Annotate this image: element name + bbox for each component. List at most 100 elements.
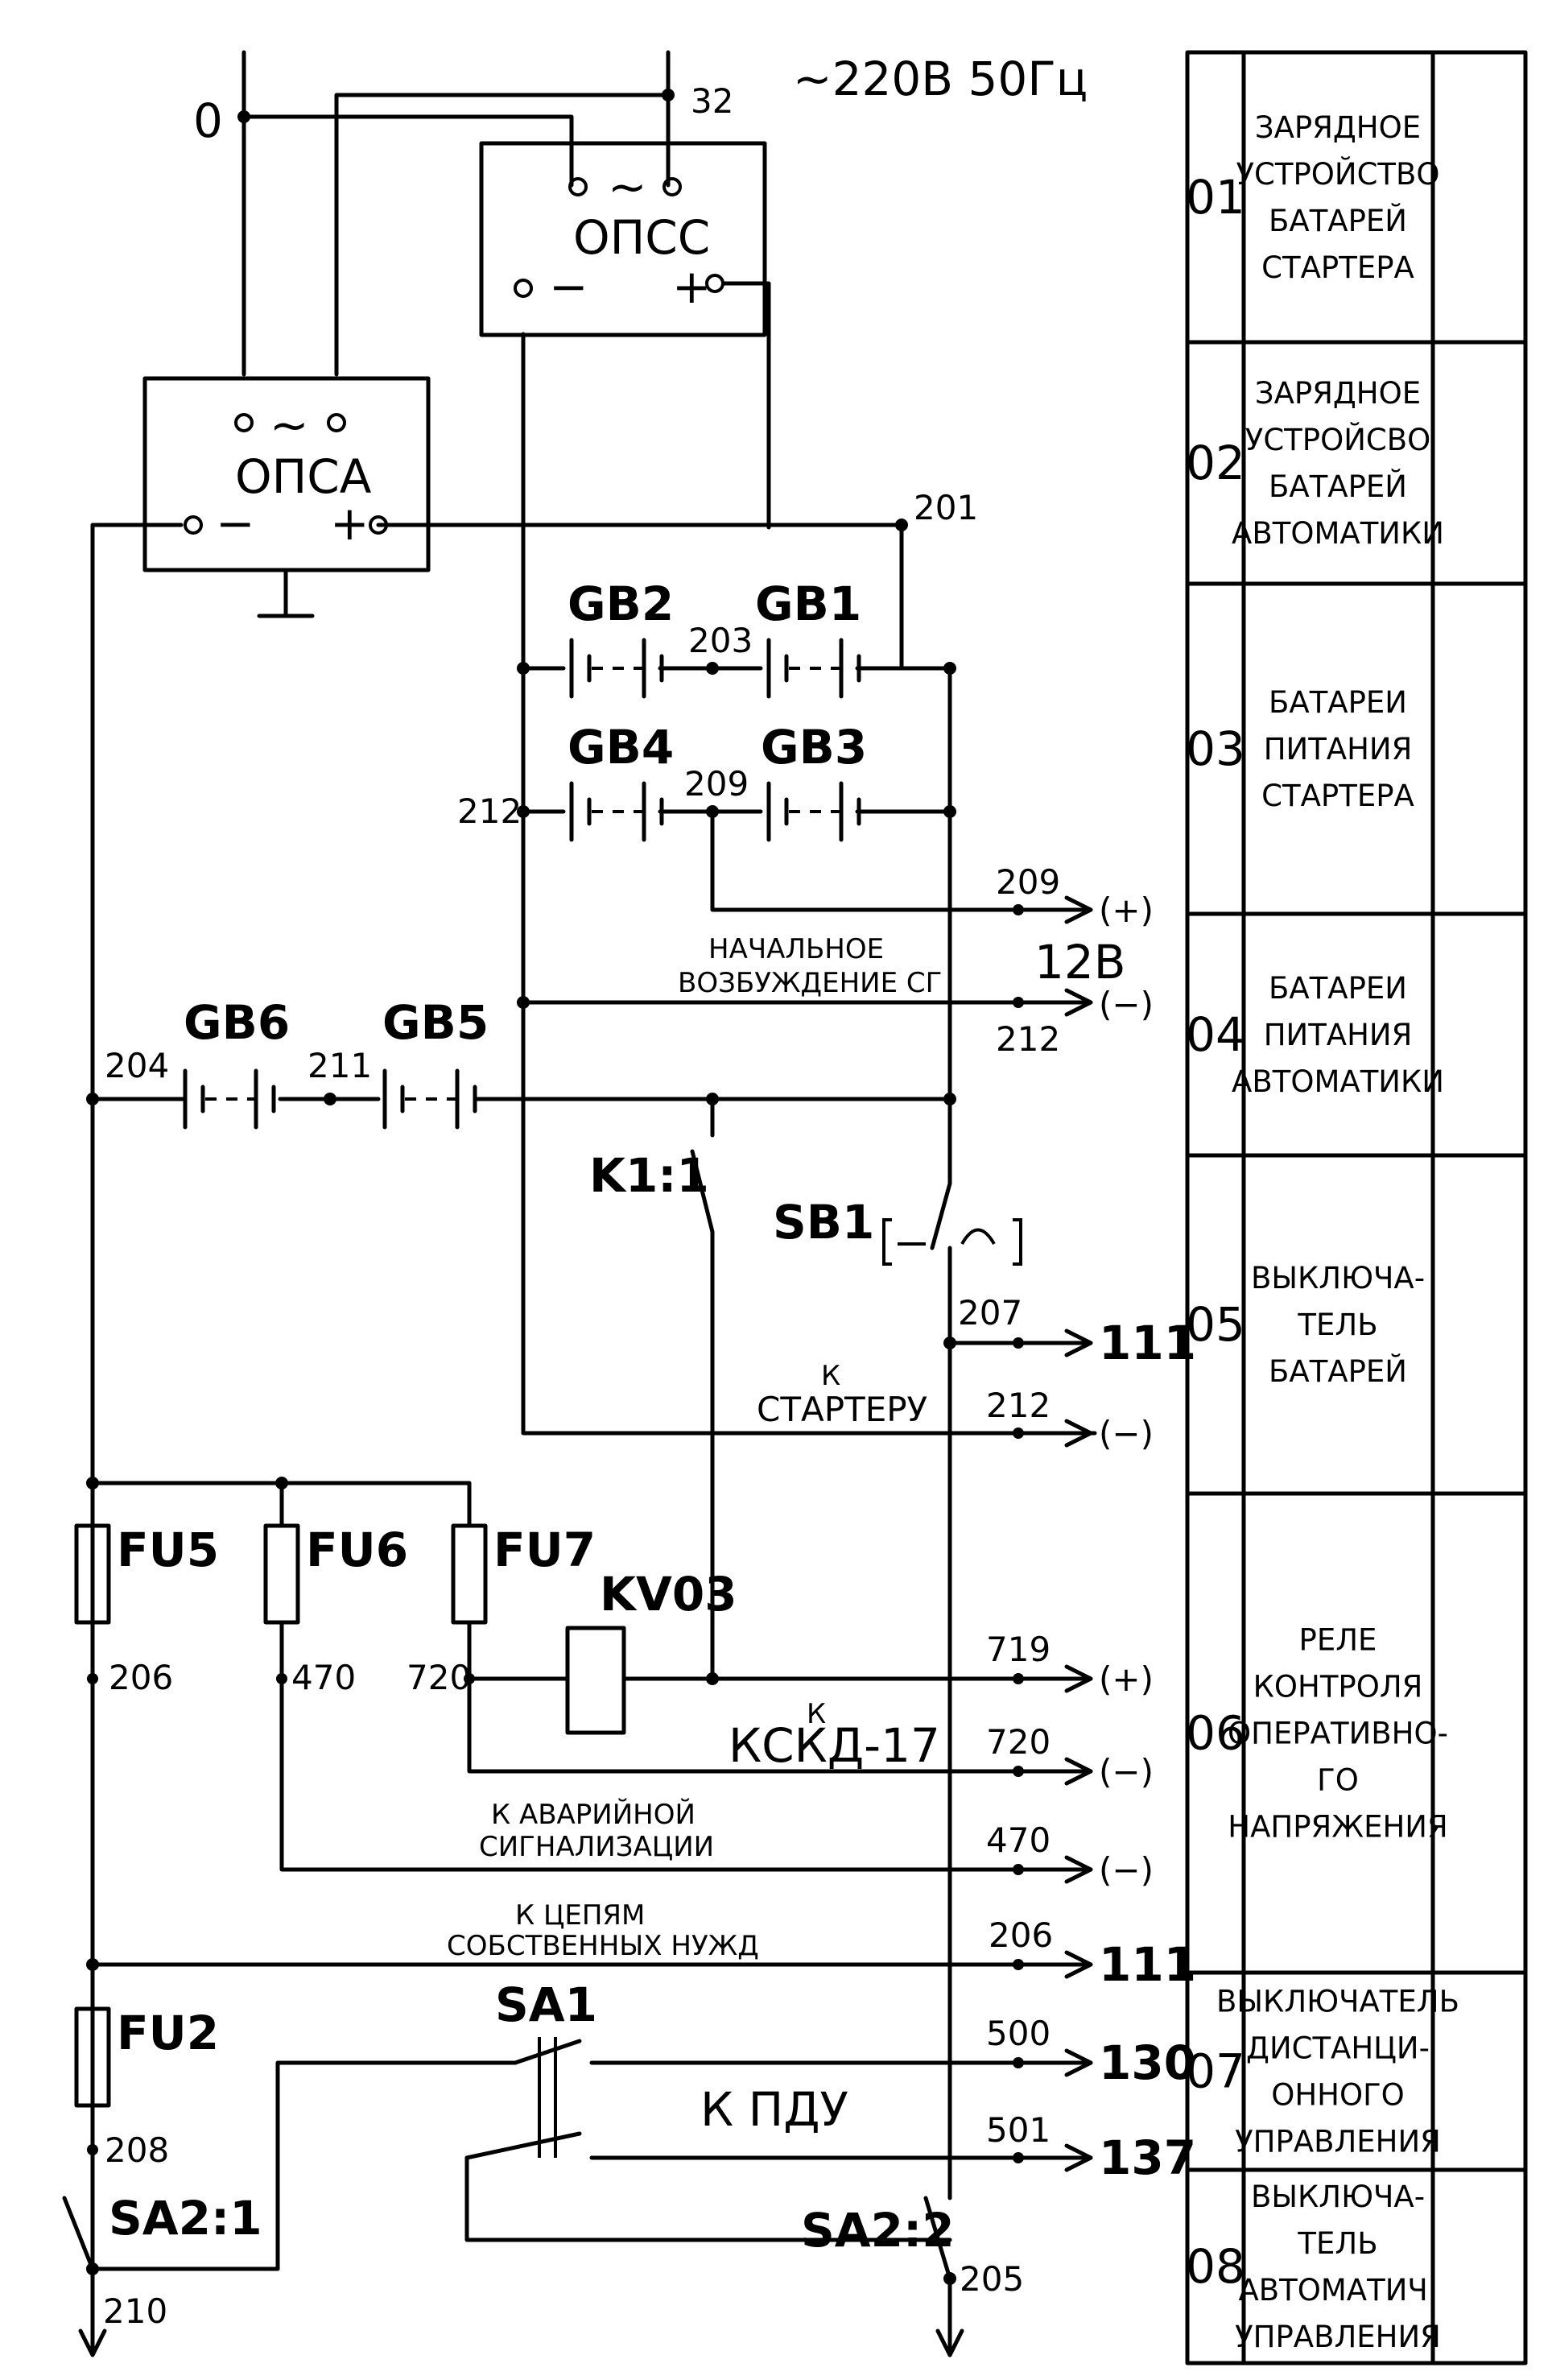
label-sa1: SA1 — [495, 1977, 597, 2032]
arrow-209 — [1064, 895, 1093, 924]
legend-code: 08 — [1186, 2239, 1245, 2294]
legend-line: ОПЕРАТИВНО- — [1228, 1717, 1448, 1751]
arrow-206 — [1064, 1950, 1093, 1979]
label-fu2: FU2 — [117, 2006, 219, 2060]
charger-opss: ~ ОПСС − + — [479, 141, 767, 337]
label-out-719: 719 — [986, 1630, 1050, 1669]
label-node-212: 212 — [457, 791, 522, 831]
switch-sa1 — [464, 2037, 582, 2160]
label-out-501: 501 — [986, 2110, 1050, 2150]
legend-line: ПИТАНИЯ — [1264, 732, 1413, 766]
switch-sa2-2 — [923, 2196, 952, 2281]
label-node-210: 210 — [103, 2291, 167, 2331]
label-out-212-pol: (−) — [1099, 985, 1154, 1024]
legend-code: 04 — [1186, 1007, 1245, 1062]
legend-line: УПРАВЛЕНИЯ — [1235, 2125, 1441, 2159]
battery-gb4 — [569, 781, 664, 842]
label-gb2: GB2 — [568, 576, 674, 631]
wire-opss-minus — [521, 332, 1097, 1436]
legend-code: 03 — [1186, 721, 1245, 776]
switch-sa2-1 — [62, 2196, 95, 2271]
legend-line: ПИТАНИЯ — [1264, 1018, 1413, 1052]
legend-line: ТЕЛЬ — [1297, 2226, 1377, 2261]
legend-rows: 01ЗАРЯДНОЕУСТРОЙСТВОБАТАРЕЙСТАРТЕРА02ЗАР… — [1186, 110, 1459, 2354]
label-node-209: 209 — [684, 764, 749, 804]
wire-sa1-left — [275, 2060, 518, 2271]
label-sb1: SB1 — [773, 1195, 874, 1250]
legend-line: ВЫКЛЮЧА- — [1251, 1261, 1425, 1295]
wiring — [90, 50, 1097, 2357]
label-out-720: 720 — [986, 1722, 1050, 1762]
label-out-470: 470 — [986, 1820, 1050, 1860]
arrow-501 — [1064, 2143, 1093, 2172]
label-node-470: 470 — [291, 1658, 356, 1697]
legend-line: БАТАРЕИ — [1269, 685, 1407, 720]
legend-line: РЕЛЕ — [1299, 1623, 1377, 1658]
switch-sb1 — [882, 1181, 1022, 1266]
battery-gb5 — [382, 1068, 477, 1130]
legend-line: ЗАРЯДНОЕ — [1255, 110, 1421, 145]
legend-line: КОНТРОЛЯ — [1253, 1670, 1423, 1704]
label-starter-2: СТАРТЕРУ — [757, 1390, 927, 1429]
legend-code: 02 — [1186, 436, 1245, 490]
legend-line: АВТОМАТИКИ — [1232, 516, 1444, 551]
label-excitation-2: ВОЗБУЖДЕНИЕ СГ — [678, 967, 942, 999]
label-gb1: GB1 — [755, 576, 861, 631]
label-out-207-dest: 111 — [1099, 1316, 1196, 1370]
label-pdu: К ПДУ — [700, 2082, 848, 2137]
label-out-720-pol: (−) — [1099, 1752, 1154, 1791]
fuse-fu5 — [74, 1523, 111, 1625]
label-out-500-dest: 130 — [1099, 2035, 1196, 2090]
battery-gb1 — [766, 638, 861, 699]
legend-line: АВТОМАТИЧ. — [1238, 2273, 1437, 2308]
label-starter-1: К — [821, 1360, 840, 1392]
opsa-minus: − — [216, 496, 255, 551]
label-fu6: FU6 — [306, 1523, 408, 1577]
legend-line: БАТАРЕИ — [1269, 971, 1407, 1006]
wire-opss-plus — [722, 281, 771, 530]
label-out-206: 206 — [989, 1915, 1053, 1955]
arrow-207 — [1064, 1328, 1093, 1357]
charger-opsa: ~ ОПСА − + — [142, 376, 431, 618]
fuse-fu7 — [451, 1523, 488, 1625]
label-out-209: 209 — [996, 862, 1060, 902]
label-out-501-dest: 137 — [1099, 2130, 1196, 2185]
legend-line: НАПРЯЖЕНИЯ — [1228, 1810, 1447, 1845]
label-zero: 0 — [193, 93, 223, 148]
legend-line: СТАРТЕРА — [1261, 779, 1414, 813]
legend-line: ВЫКЛЮЧАТЕЛЬ — [1216, 1985, 1459, 2019]
legend-line: УПРАВЛЕНИЯ — [1235, 2320, 1441, 2354]
label-aux-2: СОБСТВЕННЫХ НУЖД — [447, 1930, 759, 1962]
label-sa2-2: SA2:2 — [801, 2203, 955, 2258]
legend-code: 06 — [1186, 1706, 1245, 1761]
legend-line: ВЫКЛЮЧА- — [1251, 2180, 1425, 2214]
opss-plus: + — [672, 259, 712, 314]
legend-line: БАТАРЕЙ — [1269, 203, 1407, 238]
label-gb6: GB6 — [184, 995, 290, 1050]
relay-kv03 — [565, 1626, 626, 1735]
label-out-212: 212 — [996, 1019, 1060, 1059]
wire-32-tap — [334, 93, 671, 377]
legend-code: 01 — [1186, 170, 1245, 225]
label-sa2-1: SA2:1 — [109, 2191, 262, 2246]
label-32: 32 — [691, 81, 733, 121]
legend-line: ТЕЛЬ — [1297, 1308, 1377, 1342]
opss-minus: − — [549, 259, 588, 314]
label-node-208: 208 — [105, 2130, 169, 2170]
battery-gb6 — [183, 1068, 276, 1130]
legend-code: 07 — [1186, 2044, 1245, 2099]
arrow-470 — [1064, 1855, 1093, 1884]
wire-sa1-bottom — [464, 2155, 912, 2242]
opss-ac-symbol: ~ — [608, 159, 647, 214]
label-out-212b-pol: (−) — [1099, 1414, 1154, 1453]
legend-table — [1185, 50, 1528, 2366]
legend-line: УСТРОЙСВО — [1245, 422, 1430, 457]
legend-line: ЗАРЯДНОЕ — [1255, 376, 1421, 411]
label-out-209-pol: (+) — [1099, 890, 1154, 930]
label-out-719-pol: (+) — [1099, 1659, 1154, 1699]
label-node-203: 203 — [688, 621, 753, 660]
wire-209-out — [710, 809, 1093, 912]
label-node-206: 206 — [109, 1658, 173, 1697]
label-kskd-k: К — [807, 1698, 826, 1730]
